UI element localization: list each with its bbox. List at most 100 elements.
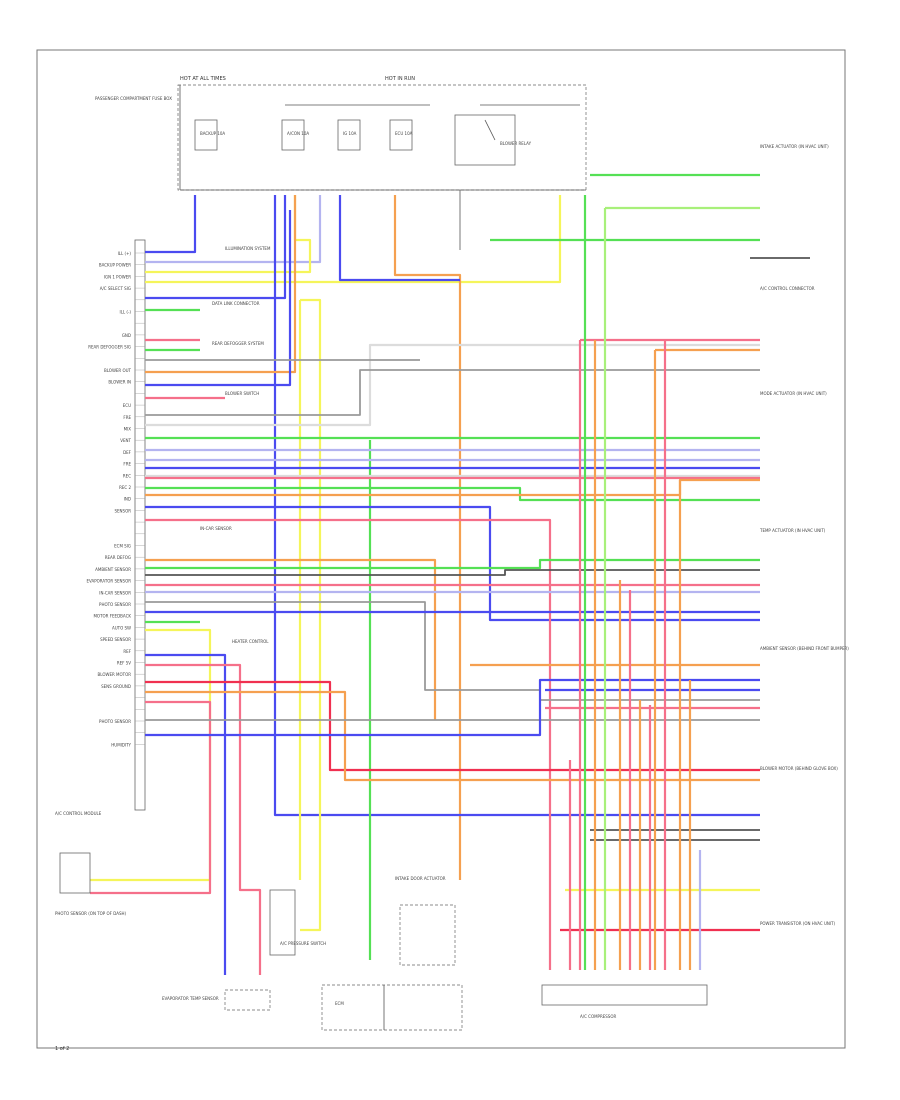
evaporator-temp-sensor: EVAPORATOR TEMP SENSOR — [162, 989, 271, 1011]
wire-orange — [393, 195, 462, 880]
connector-pin-labels: ILL (+) BACKUP POWER IGN 1 POWER A/C SELECT… — [86, 251, 145, 747]
svg-text:A/C PRESSURE SWITCH: A/C PRESSURE SWITCH — [280, 941, 326, 946]
wire-pink — [90, 700, 212, 895]
svg-text:ECM: ECM — [335, 1001, 344, 1006]
left-label-5: IN-CAR SENSOR — [200, 526, 232, 531]
connector-pin-label: VENT — [120, 438, 131, 443]
left-label-2: DATA LINK CONNECTOR — [212, 301, 260, 306]
svg-text:INTAKE DOOR ACTUATOR: INTAKE DOOR ACTUATOR — [395, 876, 446, 881]
connector-pin-label: SENS GROUND — [101, 684, 131, 689]
connector-pin-label: REAR DEFOGGER SIG — [88, 345, 131, 350]
svg-text:ECU 10A: ECU 10A — [395, 131, 413, 136]
page-number: 1 of 2 — [55, 1046, 69, 1052]
connector-pin-label: BLOWER IN — [108, 380, 131, 385]
left-side-labels: ILLUMINATION SYSTEM DATA LINK CONNECTOR … — [55, 246, 271, 816]
wire-green — [145, 558, 760, 570]
wire-gray — [145, 369, 760, 416]
connector-pin-label: ILL (-) — [120, 310, 132, 315]
control-module-label: A/C CONTROL MODULE — [55, 811, 102, 816]
left-label-3: REAR DEFOGGER SYSTEM — [212, 341, 264, 346]
fuse-box-top-label: HOT AT ALL TIMES — [180, 76, 226, 82]
svg-text:EVAPORATOR TEMP SENSOR: EVAPORATOR TEMP SENSOR — [162, 996, 219, 1001]
connector-pin-label: REC 2 — [119, 485, 131, 490]
svg-text:BACKUP 10A: BACKUP 10A — [200, 131, 225, 136]
wire-blue — [145, 678, 760, 737]
wire-blue — [145, 195, 197, 254]
wire-harness — [90, 173, 810, 975]
wire-blue — [145, 653, 227, 975]
connector-pin-label: BACKUP POWER — [99, 263, 131, 268]
left-label-1: ILLUMINATION SYSTEM — [225, 246, 271, 251]
connector-pin-label: ECM SIG — [114, 544, 131, 549]
left-label-4: BLOWER SWITCH — [225, 391, 259, 396]
right-label-4: TEMP ACTUATOR (IN HVAC UNIT) — [759, 528, 826, 533]
ac-pressure-switch: A/C PRESSURE SWITCH — [269, 889, 326, 956]
fuse-box-run-label: HOT IN RUN — [385, 76, 415, 82]
svg-text:BLOWER RELAY: BLOWER RELAY — [500, 141, 532, 146]
connector-pin-label: ILL (+) — [118, 251, 132, 256]
fuse-ecu: ECU 10A — [389, 119, 413, 151]
svg-text:A/CON 10A: A/CON 10A — [287, 131, 309, 136]
right-label-2: A/C CONTROL CONNECTOR — [760, 286, 815, 291]
connector-pin-label: AMBIENT SENSOR — [95, 567, 131, 572]
wire-gray — [145, 601, 760, 701]
connector-pin-label: AUTO SW — [112, 625, 131, 630]
blower-relay: BLOWER RELAY — [454, 114, 532, 166]
connector-pin-label: REF 5V — [117, 661, 131, 666]
wire-orange — [145, 195, 297, 374]
fuse-ig: IG 10A — [337, 119, 361, 151]
connector-pin-label: HUMIDITY — [111, 742, 131, 747]
ac-compressor-connector: A/C COMPRESSOR — [541, 984, 708, 1019]
wire-orange — [145, 558, 437, 720]
bottom-components: PHOTO SENSOR (ON TOP OF DASH) EVAPORATOR… — [55, 852, 708, 1031]
svg-text:A/C COMPRESSOR: A/C COMPRESSOR — [580, 1014, 616, 1019]
wire-blue — [145, 505, 760, 622]
ecm: ECM — [321, 984, 463, 1031]
connector-pin-label: MIX — [124, 427, 132, 432]
fuse-box-left-label: PASSENGER COMPARTMENT FUSE BOX — [95, 96, 172, 101]
fuse-box: HOT AT ALL TIMES HOT IN RUN PASSENGER CO… — [95, 76, 587, 250]
svg-text:IG 10A: IG 10A — [343, 131, 357, 136]
wire-blue — [145, 210, 292, 387]
connector-pin-label: PHOTO SENSOR — [99, 719, 131, 724]
wire-lavender — [145, 195, 322, 264]
wire-red — [145, 680, 760, 772]
connector-pin-label: ECU — [123, 403, 131, 408]
connector-pin-label: PHOTO SENSOR — [99, 602, 131, 607]
connector-pin-label: DEF — [123, 450, 132, 455]
fuse-box-outline — [177, 84, 587, 191]
connector-pin-label: GND — [122, 333, 131, 338]
connector-pin-label: A/C SELECT SIG — [100, 286, 131, 291]
svg-text:PHOTO SENSOR (ON TOP OF DASH): PHOTO SENSOR (ON TOP OF DASH) — [55, 911, 126, 916]
wire-blue — [338, 195, 460, 282]
wire-blue — [273, 195, 760, 817]
connector-pin-label: SPEED SENSOR — [100, 637, 131, 642]
right-label-3: MODE ACTUATOR (IN HVAC UNIT) — [760, 391, 827, 396]
connector-pin-label: IGN 1 POWER — [104, 274, 131, 279]
connector-pin-label: REF — [123, 649, 131, 654]
control-module-connector: ILL (+) BACKUP POWER IGN 1 POWER A/C SELECT… — [86, 239, 146, 811]
left-label-6: HEATER CONTROL — [232, 639, 269, 644]
fuse-backup: BACKUP 10A — [194, 119, 225, 151]
right-label-7: POWER TRANSISTOR (ON HVAC UNIT) — [760, 921, 836, 926]
connector-pin-label: EVAPORATOR SENSOR — [86, 579, 131, 584]
wire-pink — [145, 663, 262, 975]
fuse-acon: A/CON 10A — [281, 119, 309, 151]
wire-pink — [145, 518, 552, 970]
wire-yellow — [300, 298, 322, 932]
right-label-5: AMBIENT SENSOR (BEHIND FRONT BUMPER) — [760, 646, 849, 651]
wire-yellow — [90, 628, 212, 882]
wire-blue — [145, 195, 287, 300]
connector-pin-label: IN-CAR SENSOR — [99, 590, 131, 595]
right-label-1: INTAKE ACTUATOR (IN HVAC UNIT) — [760, 144, 829, 149]
wire-yellow — [145, 195, 562, 284]
connector-pin-label: BLOWER MOTOR — [98, 672, 132, 677]
connector-pin-label: FRE — [123, 415, 131, 420]
diagram-frame — [36, 49, 846, 1049]
connector-pin-label: REC — [123, 473, 131, 478]
intake-door-actuator: INTAKE DOOR ACTUATOR — [395, 876, 456, 966]
connector-pin-label: REAR DEFOG — [105, 555, 131, 560]
wire-light-gray — [145, 343, 760, 427]
photo-sensor: PHOTO SENSOR (ON TOP OF DASH) — [55, 852, 126, 916]
